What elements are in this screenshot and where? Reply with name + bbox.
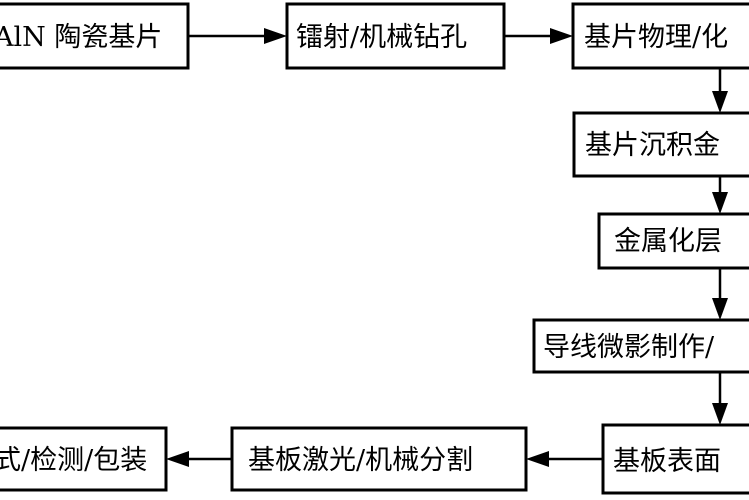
node-dicing: 基板激光/机械分割 [230, 426, 528, 492]
node-dicing-label: 基板激光/机械分割 [248, 445, 473, 476]
node-treatment: 基片物理/化 [571, 2, 749, 70]
node-thickening-label: 金属化层 [614, 226, 722, 257]
node-substrate-label: AlN 陶瓷基片 [0, 22, 162, 53]
arrow-lithography-to-surface [712, 372, 728, 425]
arrow-substrate-to-drilling [188, 28, 287, 44]
node-packaging: 式/检测/包装 [0, 426, 168, 492]
arrow-treatment-to-deposition [712, 68, 728, 113]
arrow-dicing-to-packaging [166, 451, 232, 467]
node-substrate: AlN 陶瓷基片 [0, 2, 190, 70]
arrow-drilling-to-treatment [504, 28, 573, 44]
node-drilling-label: 镭射/机械钻孔 [296, 22, 467, 53]
node-surface-label: 基板表面 [613, 446, 721, 477]
node-thickening: 金属化层 [597, 212, 749, 270]
node-treatment-label: 基片物理/化 [584, 22, 728, 53]
arrow-surface-to-dicing [526, 451, 603, 467]
node-deposition-label: 基片沉积金 [585, 130, 720, 161]
arrow-thickening-to-lithography [712, 268, 728, 320]
node-drilling: 镭射/机械钻孔 [285, 2, 506, 70]
arrow-deposition-to-thickening [712, 176, 728, 214]
node-deposition: 基片沉积金 [572, 111, 749, 178]
node-surface: 基板表面 [601, 423, 749, 495]
node-packaging-label: 式/检测/包装 [0, 445, 147, 476]
node-lithography-label: 导线微影制作/ [543, 332, 715, 363]
node-lithography: 导线微影制作/ [532, 318, 749, 374]
